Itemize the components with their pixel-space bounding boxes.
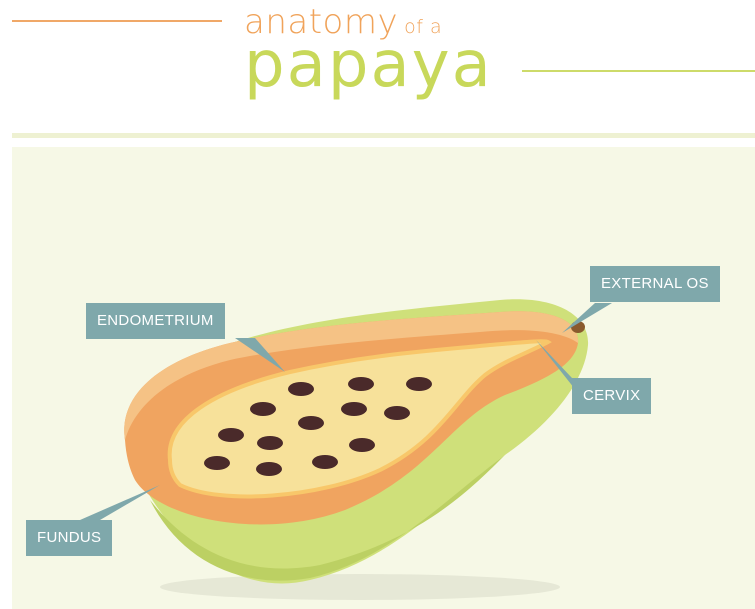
label-fundus: FUNDUS [26,520,112,556]
seed [349,438,375,452]
seed [384,406,410,420]
seed [298,416,324,430]
seed [218,428,244,442]
seed [257,436,283,450]
label-endometrium: ENDOMETRIUM [86,303,225,339]
seed [250,402,276,416]
seed [348,377,374,391]
label-external-os: EXTERNAL OS [590,266,720,302]
seed [406,377,432,391]
seed [256,462,282,476]
seed [288,382,314,396]
seed [204,456,230,470]
seed [341,402,367,416]
papaya-shadow [160,574,560,600]
label-cervix: CERVIX [572,378,651,414]
seed [312,455,338,469]
fundus-pointer [80,485,160,520]
